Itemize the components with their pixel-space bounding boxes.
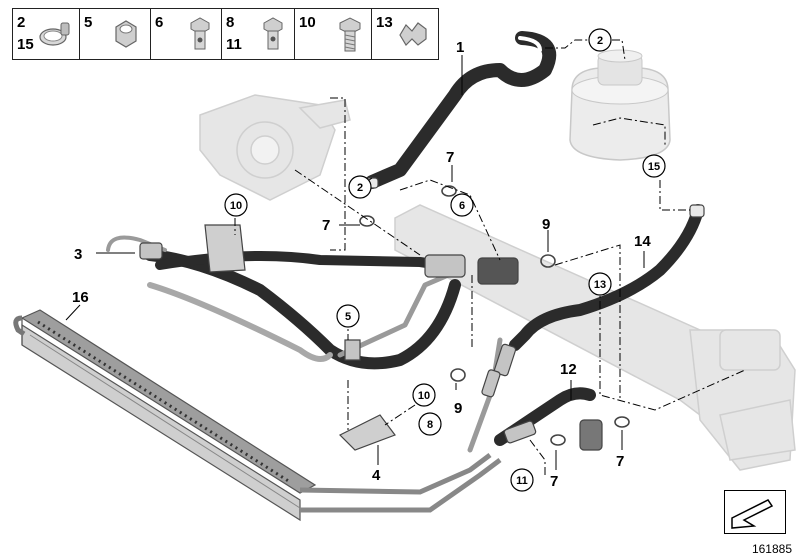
callout-label: 4 [372,467,381,484]
callout-label: 8 [427,419,433,431]
dash-dot-lines [234,39,746,475]
legend-number: 8 [226,14,235,31]
callout-label: 7 [322,217,330,234]
hex-nut-icon [115,20,137,48]
legend-number: 10 [299,14,316,31]
callout-circle [418,412,442,436]
callout-circle [510,468,534,492]
callout-label: 2 [357,182,363,194]
pump-ghost [199,94,351,201]
legend-cell-banjo-bolt[interactable]: 6 [151,9,222,59]
legend-cell-nut[interactable]: 5 [80,9,151,59]
callout-circle [588,272,612,296]
callout-circle [642,154,666,178]
doc-number: 161885 [751,542,792,556]
callout-label: 10 [418,390,430,402]
oil-cooler [13,309,502,522]
clip-icon [399,22,427,46]
callout-circle [348,175,372,199]
legend-cell-clip[interactable]: 13 [372,9,438,59]
callout-label: 6 [459,200,465,212]
callout-label: 3 [74,246,82,263]
hose-clamp-icon [39,22,70,46]
legend-cell-hex-bolt[interactable]: 10 [295,9,372,59]
callout-label: 16 [72,289,89,306]
callout-label: 7 [616,453,624,470]
callout-label: 11 [516,475,528,487]
callout-circle [412,383,436,407]
banjo-bolt-icon [190,17,210,50]
callout-label: 14 [634,233,651,250]
callout-label: 7 [550,473,558,490]
legend-number: 5 [84,14,93,31]
legend-number: 13 [376,14,393,31]
callout-label: 7 [446,149,454,166]
callout-circle [336,304,360,328]
nav-arrow-icon[interactable] [724,490,786,534]
callout-label: 10 [230,200,242,212]
callout-label: 13 [594,279,606,291]
hex-bolt-icon [339,17,361,52]
callout-circle [588,28,612,52]
legend-number: 15 [17,36,34,53]
callout-circle [224,193,248,217]
callout-label: 9 [454,400,462,417]
legend-number: 2 [17,14,26,31]
callout-label: 12 [560,361,577,378]
callout-label: 5 [345,311,351,323]
hollow-bolt-icon [263,17,283,50]
reservoir [569,49,671,161]
callout-label: 1 [456,39,464,56]
leader-lines [65,55,645,470]
callout-labels: 1 2 2 3 4 5 6 7 7 7 7 8 9 9 10 10 11 12 … [72,28,666,492]
callout-label: 9 [542,216,550,233]
seal-rings [359,185,630,446]
callout-label: 15 [648,161,660,173]
legend-number: 11 [226,36,242,53]
legend-number: 6 [155,14,164,31]
callout-label: 2 [597,35,603,47]
callout-circle [450,193,474,217]
